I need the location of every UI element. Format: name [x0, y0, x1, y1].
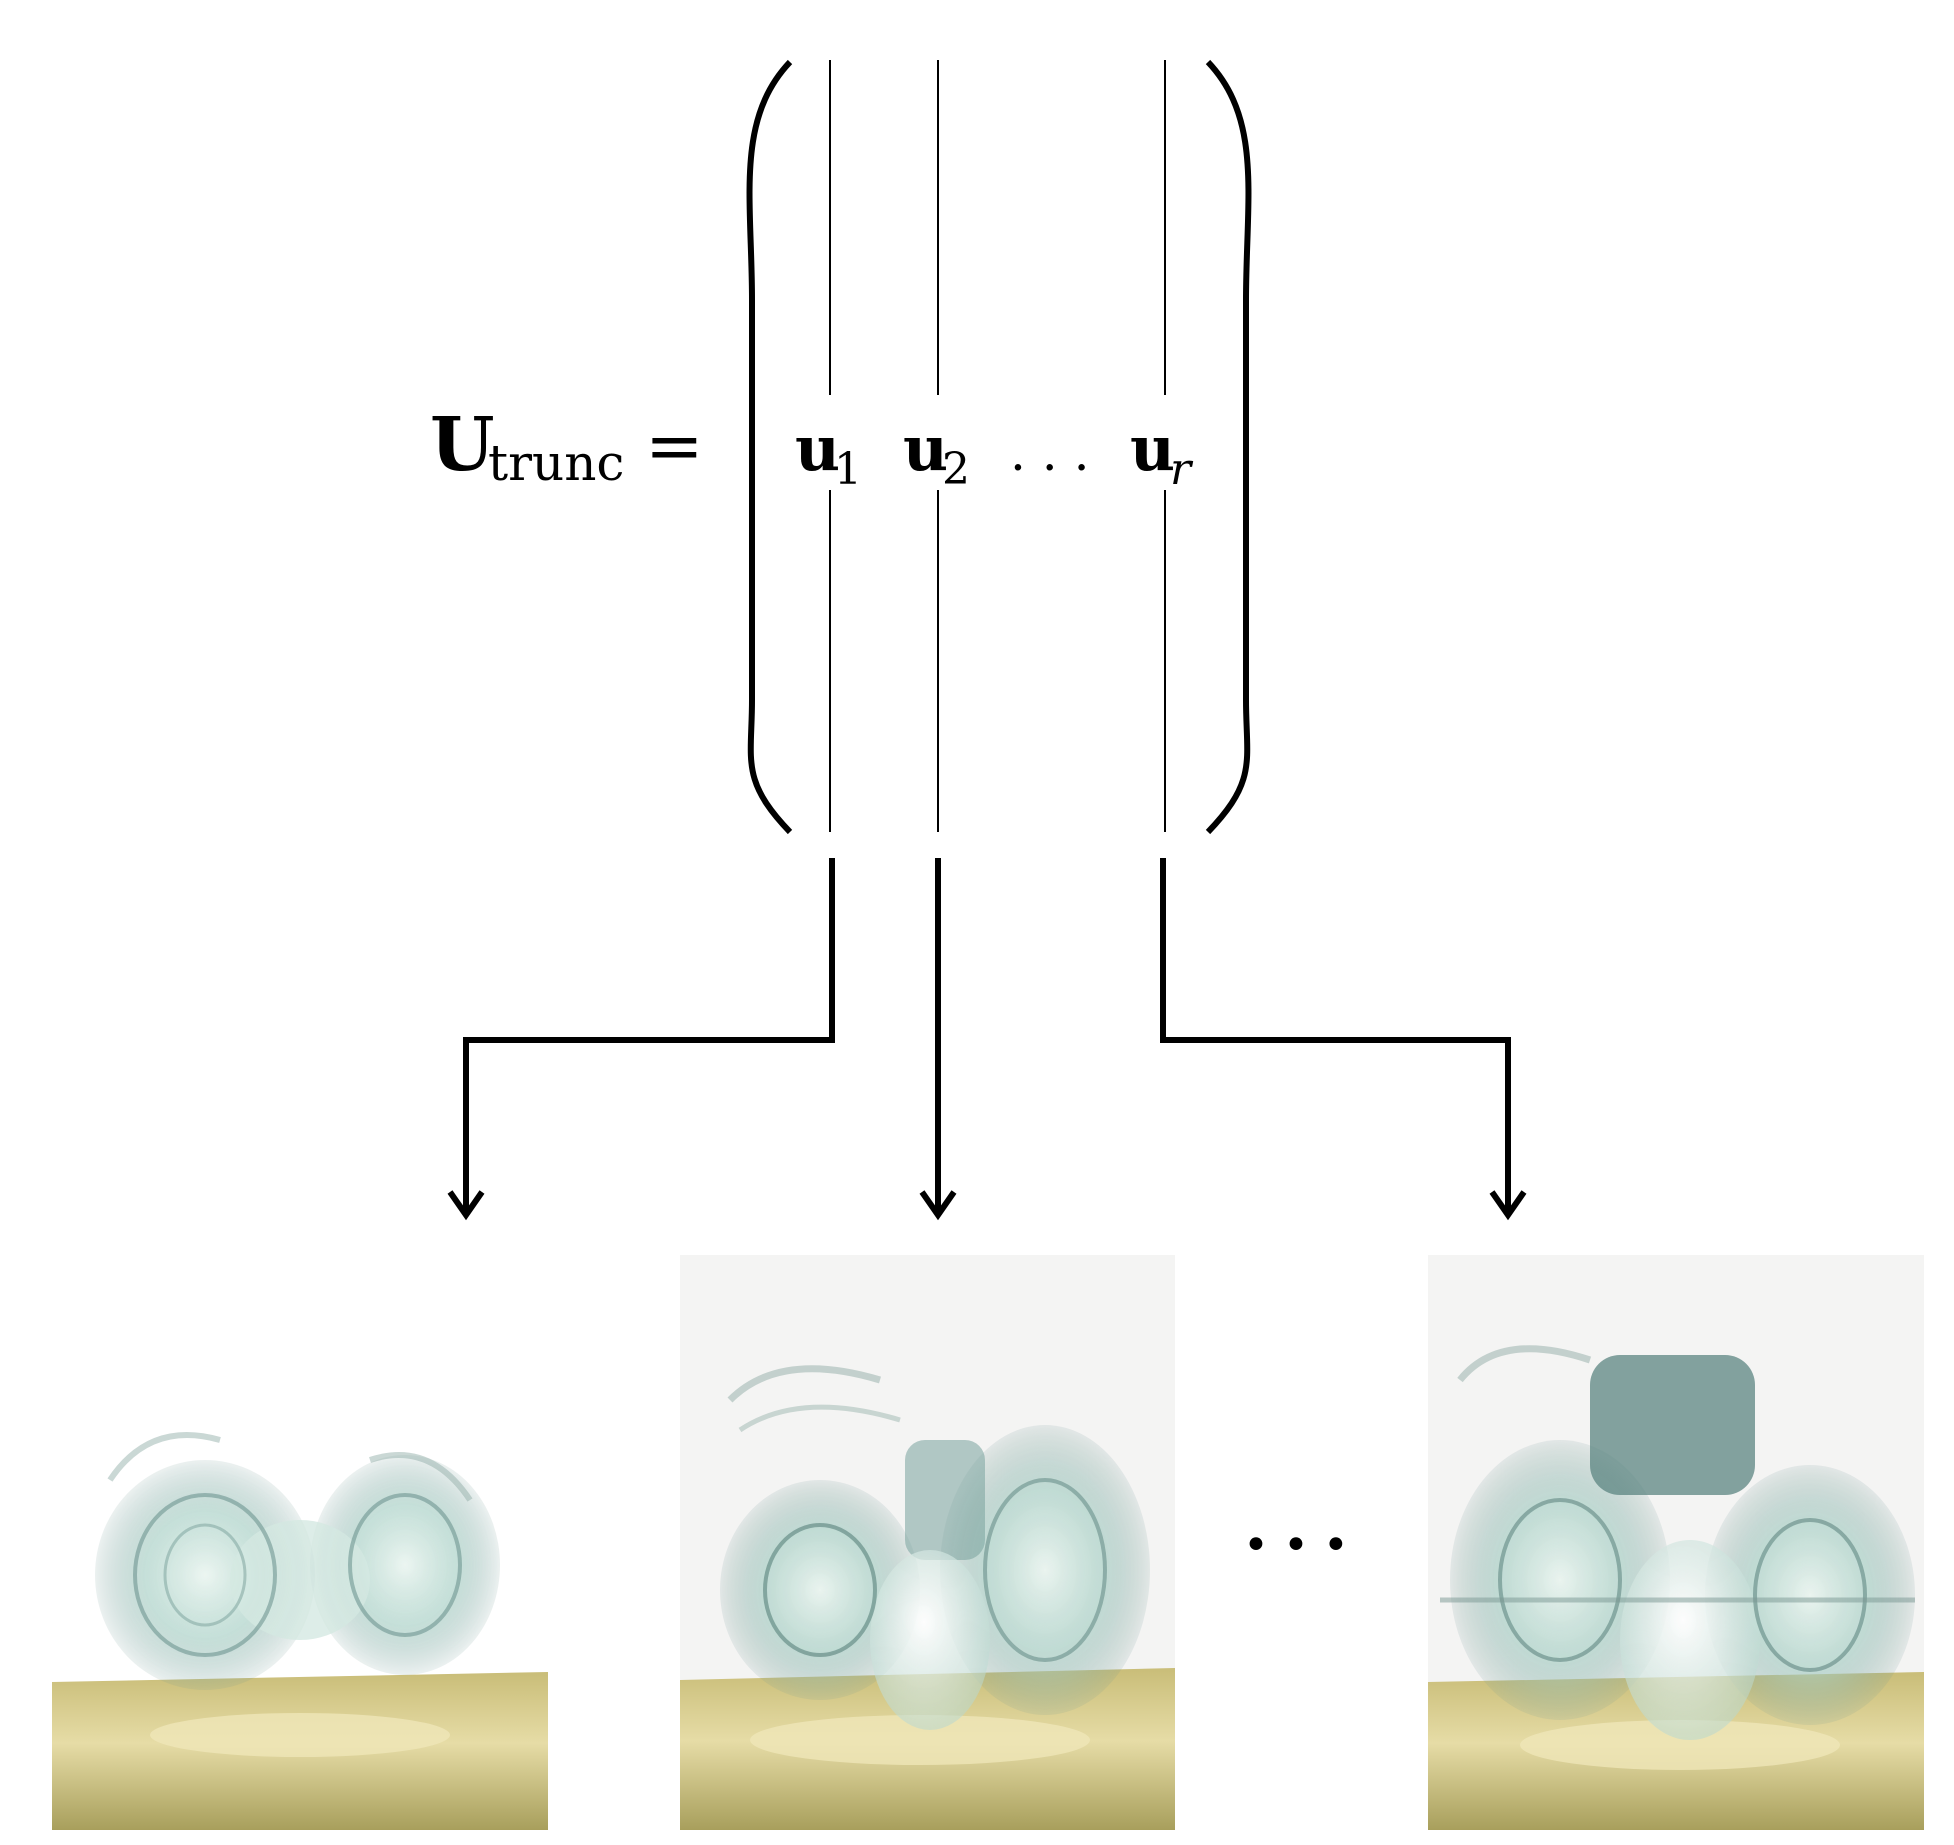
right-bracket	[1205, 59, 1252, 835]
column-r-subscript: r	[1170, 444, 1194, 495]
panel-2-ground-highlight	[750, 1715, 1090, 1765]
arrow-2-head	[919, 1190, 957, 1221]
column-1-symbol: u	[795, 412, 840, 485]
matrix-label: U trunc =	[430, 402, 704, 492]
column-ellipsis: . . .	[1010, 424, 1089, 482]
arrow-r-head	[1489, 1190, 1527, 1221]
mode-1-panel	[52, 1255, 548, 1830]
left-bracket	[746, 59, 793, 835]
panel-r-vortex	[1440, 1345, 1915, 1740]
column-lines	[829, 60, 1166, 832]
panel-2-vortex	[720, 1365, 1150, 1730]
column-r-symbol: u	[1130, 412, 1175, 485]
column-2-symbol: u	[903, 412, 948, 485]
panel-1-ground-highlight	[150, 1713, 450, 1757]
panel-r-ground-highlight	[1520, 1720, 1840, 1770]
panel-1-vortex	[95, 1432, 500, 1690]
mode-2-panel	[680, 1255, 1175, 1830]
matrix-symbol: U	[430, 402, 495, 488]
column-2-subscript: 2	[942, 444, 970, 495]
arrow-1-head	[447, 1190, 485, 1221]
panel-ellipsis: • • •	[1243, 1520, 1349, 1571]
arrow-1	[463, 858, 835, 1215]
connector-arrows	[447, 858, 1527, 1221]
arrow-r	[1160, 858, 1511, 1215]
mode-r-panel	[1428, 1255, 1924, 1830]
column-1-subscript: 1	[834, 444, 862, 495]
column-labels: u 1 u 2 . . . u r	[795, 412, 1194, 495]
equals-sign: =	[645, 405, 704, 487]
matrix-subscript: trunc	[488, 434, 624, 492]
